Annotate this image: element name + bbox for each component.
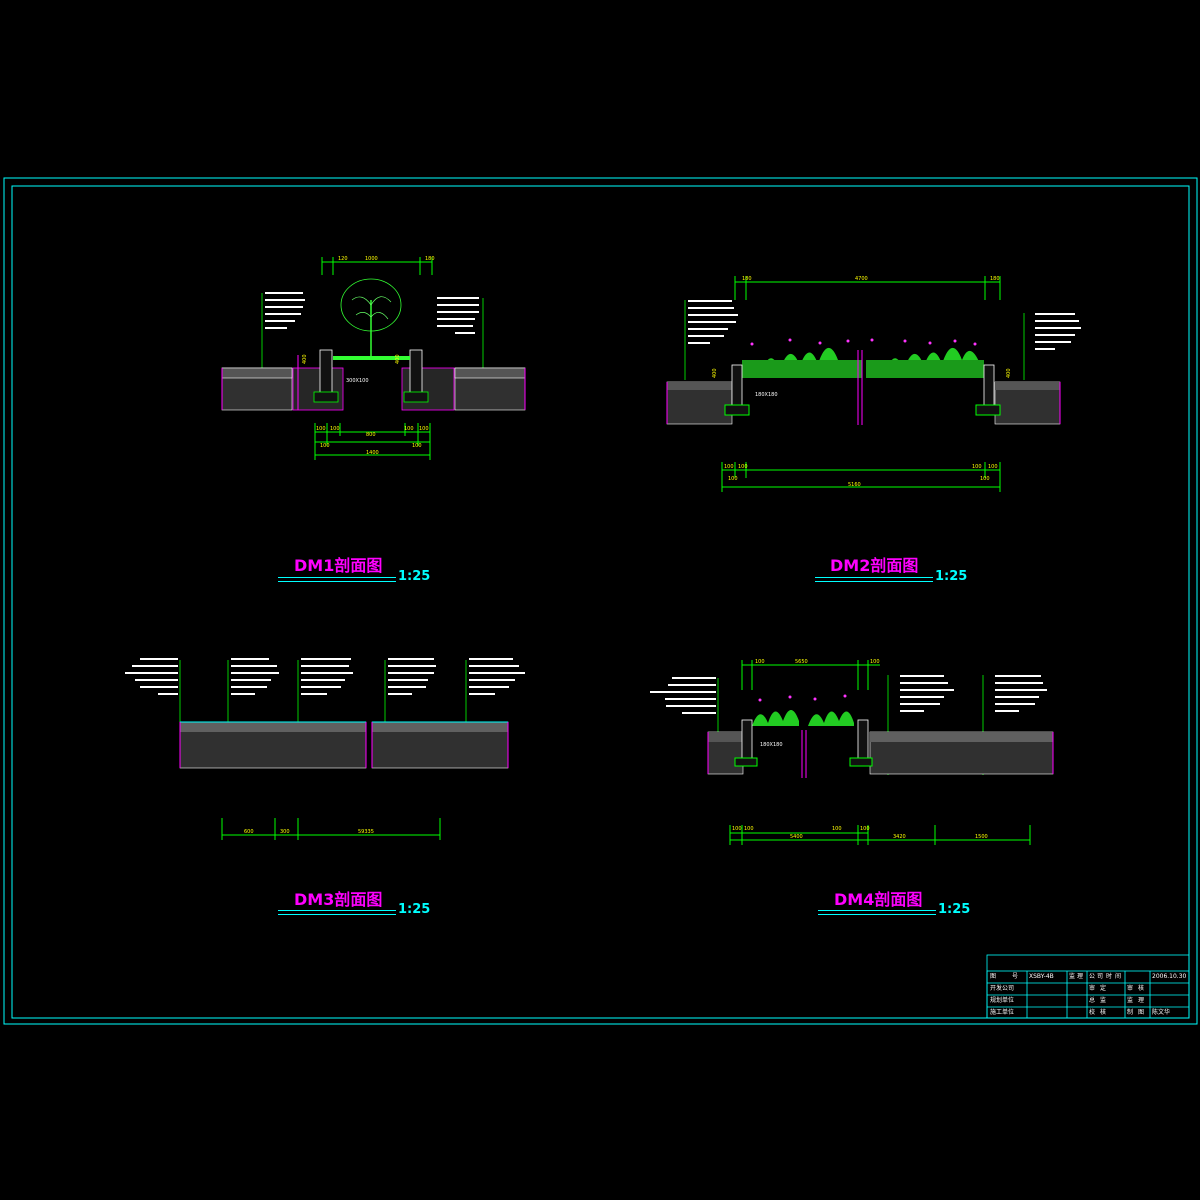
dm2-dim-top-1: 180 (742, 276, 752, 282)
dm1-dim-b1-4: 100 (404, 426, 414, 432)
dm4-dim-top-1: 100 (755, 659, 765, 665)
section-dm4-drawing: 100 5650 100 (650, 659, 1054, 845)
tb-r1-c1: 图 (990, 973, 997, 980)
tb-r3-c3: 监 (1100, 997, 1107, 1004)
dm2-dim-b1-1: 100 (724, 464, 734, 470)
tb-r1-c5: 理 (1077, 973, 1084, 980)
dm2-scale: 1:25 (935, 569, 968, 584)
tb-r4-c3: 核 (1100, 1009, 1107, 1016)
tb-r2-c3: 定 (1100, 985, 1107, 992)
dm4-box-label: 180X180 (760, 742, 783, 748)
dm4-dim-b1-1: 100 (732, 826, 742, 832)
dm2-dim-b1-3: 100 (972, 464, 982, 470)
dm3-scale: 1:25 (398, 902, 431, 917)
dm2-dim-top-2: 4700 (855, 276, 868, 282)
section-dm3-drawing: 600 300 59335 (125, 658, 525, 840)
tb-r1-c10: 2006.10.30 (1152, 973, 1187, 980)
tb-r1-c6: 公 (1089, 973, 1096, 980)
dm4-dim-b1-3: 100 (832, 826, 842, 832)
dm1-title: DM1剖面图 (294, 556, 383, 575)
dm1-dim-b3: 1400 (366, 450, 379, 456)
dm4-dim-b1-4: 100 (860, 826, 870, 832)
dm4-title-underline (818, 910, 936, 911)
dm3-title-underline (278, 910, 396, 911)
dm3-title: DM3剖面图 (294, 890, 383, 909)
dm4-dim-b2-2: 3420 (893, 834, 906, 840)
outer-frame (3, 177, 1198, 1025)
dm4-title: DM4剖面图 (834, 890, 923, 909)
dm2-dim-top-3: 180 (990, 276, 1000, 282)
dm4-dim-top-3: 100 (870, 659, 880, 665)
tb-r4-c4: 制 (1127, 1009, 1134, 1016)
tb-r2-c4: 审 (1127, 985, 1134, 992)
dm1-title-underline (278, 577, 396, 578)
tb-r3-c4: 监 (1127, 997, 1134, 1004)
dm4-dim-top-2: 5650 (795, 659, 808, 665)
tb-r1-c3: XSBY-4B (1029, 973, 1054, 980)
dm2-dim-b1-4: 100 (988, 464, 998, 470)
tb-r2-c2: 审 (1089, 985, 1096, 992)
dm3-dim-3: 59335 (358, 829, 374, 835)
dm4-scale: 1:25 (938, 902, 971, 917)
dm2-dim-b2-2: 100 (980, 476, 990, 482)
dm3-dim-2: 300 (280, 829, 290, 835)
dm4-title-underline-2 (818, 914, 936, 915)
title-block-grid (986, 954, 1190, 1019)
tb-r2-c5: 核 (1138, 985, 1145, 992)
dm1-dim-b1-1: 100 (316, 426, 326, 432)
tb-r2-c1: 开发公司 (990, 985, 1015, 992)
dm2-title-underline (815, 577, 933, 578)
inner-frame (11, 185, 1190, 1019)
dm1-dim-b2-2: 100 (412, 443, 422, 449)
tb-r4-c6: 陈文华 (1152, 1009, 1171, 1016)
dm1-box-label: 300X100 (346, 378, 369, 384)
tb-r1-c8: 时 (1106, 973, 1113, 980)
tb-r4-c5: 图 (1138, 1009, 1145, 1016)
tb-r1-c2: 号 (1012, 973, 1019, 980)
tree-canopy (340, 278, 402, 332)
dm1-dim-b1-2: 100 (330, 426, 340, 432)
dm1-scale: 1:25 (398, 569, 431, 584)
dm4-dim-b2-3: 1500 (975, 834, 988, 840)
dm2-title-underline-2 (815, 581, 933, 582)
dm3-dim-1: 600 (244, 829, 254, 835)
tb-r1-c7: 司 (1097, 973, 1104, 980)
dm2-dim-b3: 5160 (848, 482, 861, 488)
dm4-dim-b1-2: 100 (744, 826, 754, 832)
tb-r1-c4: 监 (1069, 973, 1076, 980)
dm3-title-underline-2 (278, 914, 396, 915)
dm2-dim-b1-2: 100 (738, 464, 748, 470)
dm1-dim-b1-3: 800 (366, 432, 376, 438)
tb-r4-c1: 施工单位 (990, 1009, 1015, 1016)
tb-r4-c2: 校 (1089, 1009, 1096, 1016)
dm1-dim-top-2: 1000 (365, 256, 378, 262)
dm1-dim-top-3: 180 (425, 256, 435, 262)
dm4-dim-b2-1: 5400 (790, 834, 803, 840)
dm2-title: DM2剖面图 (830, 556, 919, 575)
tb-r3-c1: 规划单位 (990, 997, 1015, 1004)
dm1-dim-b1-5: 100 (419, 426, 429, 432)
section-dm2-drawing: 180 4700 180 (666, 276, 1081, 492)
tb-r1-c9: 间 (1115, 973, 1122, 980)
tb-r3-c5: 理 (1138, 997, 1145, 1004)
dm1-dim-b2-1: 100 (320, 443, 330, 449)
dm1-title-underline-2 (278, 581, 396, 582)
dm2-dim-b2-1: 100 (728, 476, 738, 482)
tb-r3-c2: 总 (1089, 997, 1096, 1004)
dm2-box-label: 180X180 (755, 392, 778, 398)
dm1-dim-top-1: 120 (338, 256, 348, 262)
section-dm1-drawing: 120 1000 180 (221, 256, 526, 460)
